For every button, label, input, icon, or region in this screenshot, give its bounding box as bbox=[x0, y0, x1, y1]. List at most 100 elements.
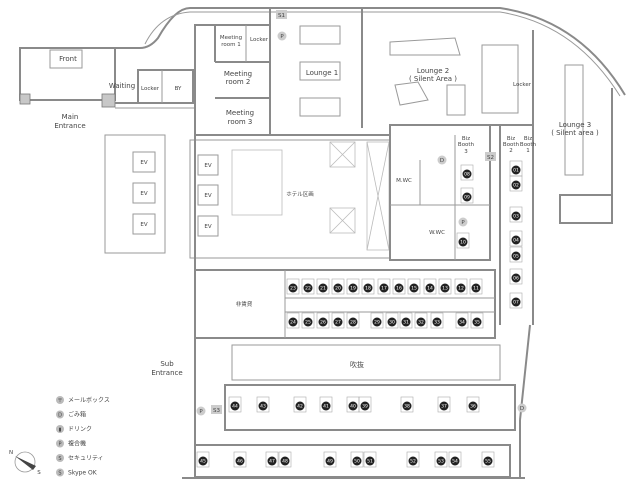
office-number-badge bbox=[416, 317, 426, 327]
office-48: 48 bbox=[278, 451, 292, 468]
legend-icon bbox=[56, 425, 64, 433]
office-number: 14 bbox=[427, 286, 433, 292]
office-29: 29 bbox=[370, 312, 384, 329]
office-number: 53 bbox=[438, 459, 444, 465]
office-number-badge bbox=[511, 180, 521, 190]
office-number-badge bbox=[235, 456, 245, 466]
office-39: 39 bbox=[358, 396, 372, 413]
office-number-badge bbox=[348, 283, 358, 293]
security-marker-s1: S1 bbox=[276, 10, 287, 19]
office-47: 47 bbox=[265, 451, 279, 468]
office-number-badge bbox=[360, 401, 370, 411]
office-number: 09 bbox=[464, 195, 470, 201]
office-number-badge bbox=[483, 456, 493, 466]
office-number: 20 bbox=[335, 286, 341, 292]
office-number-badge bbox=[288, 317, 298, 327]
office-25: 25 bbox=[301, 312, 315, 329]
office-number: 05 bbox=[513, 254, 519, 260]
lounge-2-desks bbox=[446, 84, 466, 116]
office-33: 33 bbox=[430, 312, 444, 329]
office-number-badge bbox=[303, 283, 313, 293]
office-number: 47 bbox=[269, 459, 275, 465]
office-number-badge bbox=[439, 401, 449, 411]
office-number-badge bbox=[387, 317, 397, 327]
office-number-badge bbox=[198, 456, 208, 466]
office-36: 36 bbox=[466, 396, 480, 413]
office-09: 09 bbox=[460, 187, 474, 204]
label-ev: EV bbox=[140, 160, 147, 166]
svg-text:D: D bbox=[440, 158, 444, 164]
office-number: 35 bbox=[474, 320, 480, 326]
office-number-badge bbox=[402, 401, 412, 411]
office-number-badge bbox=[425, 283, 435, 293]
office-number-badge bbox=[325, 456, 335, 466]
office-42: 42 bbox=[293, 396, 307, 413]
svg-text:S: S bbox=[37, 470, 41, 476]
office-number: 39 bbox=[362, 404, 368, 410]
label-lounge-2: ( Silent Area ) bbox=[409, 75, 457, 83]
office-number-badge bbox=[456, 283, 466, 293]
office-26: 26 bbox=[316, 312, 330, 329]
label-ev: EV bbox=[204, 224, 211, 230]
office-number: 29 bbox=[374, 320, 380, 326]
svg-text:P: P bbox=[280, 34, 284, 40]
label-atrium: 吹抜 bbox=[350, 360, 364, 369]
legend-item: ▮ドリンク bbox=[56, 425, 92, 433]
svg-text:P: P bbox=[58, 442, 61, 448]
office-number-badge bbox=[348, 401, 358, 411]
office-number-badge bbox=[267, 456, 277, 466]
label-lounge-3: ( Silent area ) bbox=[551, 129, 599, 137]
office-number: 48 bbox=[282, 459, 288, 465]
office-number-badge bbox=[462, 192, 472, 202]
office-05: 05 bbox=[509, 246, 523, 263]
column bbox=[101, 93, 116, 108]
office-number: 25 bbox=[305, 320, 311, 326]
office-06: 06 bbox=[509, 268, 523, 285]
front-desk bbox=[49, 49, 83, 69]
office-number-badge bbox=[372, 317, 382, 327]
office-45: 45 bbox=[196, 451, 210, 468]
office-number-badge bbox=[471, 283, 481, 293]
label-lounge-1: Lounge 1 bbox=[306, 69, 338, 77]
office-block-2 bbox=[224, 384, 516, 431]
office-number-badge bbox=[321, 401, 331, 411]
label-waiting: Waiting bbox=[109, 82, 135, 90]
office-31: 31 bbox=[399, 312, 413, 329]
office-38: 38 bbox=[400, 396, 414, 413]
lounge-3-tables bbox=[564, 64, 584, 176]
office-number: 16 bbox=[396, 286, 402, 292]
svg-text:S2: S2 bbox=[487, 155, 494, 161]
office-28: 28 bbox=[346, 312, 360, 329]
office-number-badge bbox=[409, 283, 419, 293]
office-number: 34 bbox=[459, 320, 465, 326]
office-24: 24 bbox=[286, 312, 300, 329]
office-number: 31 bbox=[403, 320, 409, 326]
office-number: 11 bbox=[473, 286, 479, 292]
office-15: 15 bbox=[407, 278, 421, 295]
label-sub-entrance: Sub bbox=[160, 360, 174, 368]
office-55: 55 bbox=[481, 451, 495, 468]
office-number-badge bbox=[363, 283, 373, 293]
svg-text:D: D bbox=[58, 413, 62, 419]
office-number: 38 bbox=[404, 404, 410, 410]
svg-text:▮: ▮ bbox=[59, 427, 62, 433]
office-19: 19 bbox=[346, 278, 360, 295]
office-number-badge bbox=[457, 317, 467, 327]
office-number: 18 bbox=[365, 286, 371, 292]
printer-marker: P bbox=[458, 217, 468, 227]
office-number: 50 bbox=[354, 459, 360, 465]
legend-icon bbox=[56, 468, 64, 477]
lounge-2-benches bbox=[481, 44, 519, 114]
office-23: 23 bbox=[286, 278, 300, 295]
label-ev: EV bbox=[204, 193, 211, 199]
office-number-badge bbox=[408, 456, 418, 466]
office-number-badge bbox=[511, 273, 521, 283]
wc-block bbox=[389, 124, 491, 261]
printer-marker: P bbox=[277, 31, 287, 41]
office-number-badge bbox=[230, 401, 240, 411]
office-18: 18 bbox=[361, 278, 375, 295]
office-number: 15 bbox=[411, 286, 417, 292]
office-20: 20 bbox=[331, 278, 345, 295]
office-01: 01 bbox=[509, 160, 523, 177]
